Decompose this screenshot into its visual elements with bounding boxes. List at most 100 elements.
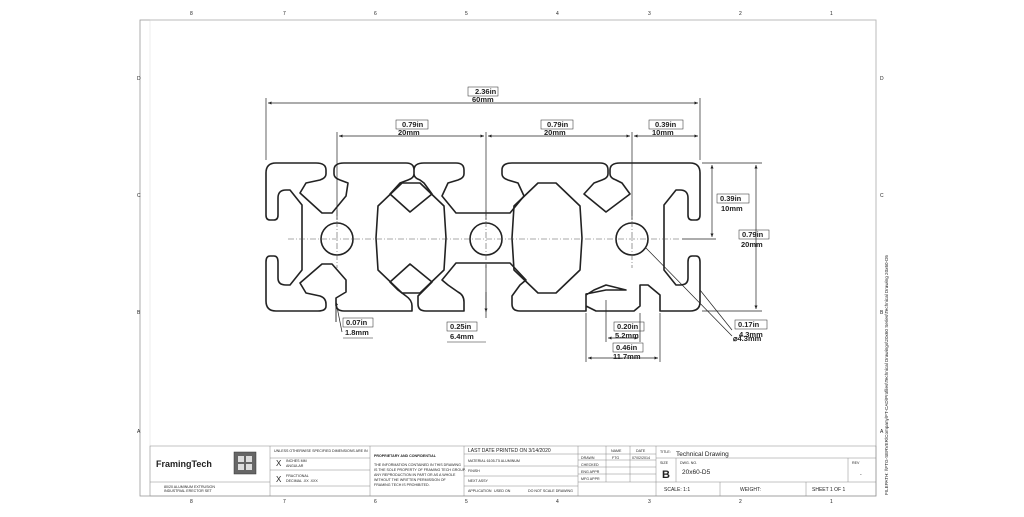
dim-wall-in: 0.07in xyxy=(346,318,368,327)
proprietary-text1: THE INFORMATION CONTAINED IN THIS DRAWIN… xyxy=(374,463,461,467)
dim-height-mm: 20mm xyxy=(741,240,763,249)
dim-edge-in: 0.39in xyxy=(655,120,677,129)
last-saved: LAST DATE PRINTED ON 3/14/2020 xyxy=(468,448,551,454)
col-date: DATE xyxy=(636,449,646,453)
application: APPLICATION xyxy=(468,489,492,493)
dimension-lines xyxy=(265,98,762,362)
zone-top-7: 7 xyxy=(283,11,286,17)
file-path-note: FILEPATH: \\FTG-SERVER\Company\FT-CAD\Pr… xyxy=(884,255,889,495)
cavity-left xyxy=(375,182,447,294)
dim-slot-opening-mm: 5.2mm xyxy=(615,331,639,340)
material: MATERIAL 6105-T5 ALUMINUM xyxy=(468,459,520,463)
dim-height-in: 0.79in xyxy=(742,230,764,239)
dim-bore: ⌀4.3mm xyxy=(733,334,762,343)
left-zone-labels: D C B A xyxy=(137,76,141,435)
company-line2: INDUSTRIAL ERECTOR SET xyxy=(164,489,213,493)
dim-pitch1-mm: 20mm xyxy=(398,128,420,137)
proprietary-title: PROPRIETARY AND CONFIDENTIAL xyxy=(374,454,437,458)
dwg-label: DWG. NO. xyxy=(680,461,697,465)
profile-outline xyxy=(265,162,701,312)
zone-top-8: 8 xyxy=(190,11,193,17)
dim-overall-mm: 60mm xyxy=(472,95,494,104)
zone-bottom-4: 4 xyxy=(556,499,559,505)
proprietary-text3: ANY REPRODUCTION IN PART OR AS A WHOLE xyxy=(374,473,456,477)
dimension-labels: 2.36in 60mm 0.79in 20mm 0.79in 20mm 0.39… xyxy=(342,86,770,361)
company-line1: 80/20 ALUMINUM EXTRUSION xyxy=(164,485,215,489)
zone-bottom-1: 1 xyxy=(830,499,833,505)
sheet-size: B xyxy=(662,469,670,481)
drawing-number: 20x60-D5 xyxy=(682,469,711,476)
zone-left-c: C xyxy=(137,193,141,199)
unit-row1: INCHES MM xyxy=(286,459,307,463)
dim-half-height-mm: 10mm xyxy=(721,204,743,213)
unit-row4: DECIMAL .XX .XXX xyxy=(286,479,318,483)
zone-top-5: 5 xyxy=(465,11,468,17)
x-mark-2: X xyxy=(276,475,282,484)
col-name: NAME xyxy=(611,449,622,453)
proprietary-text4: WITHOUT THE WRITTEN PERMISSION OF xyxy=(374,478,447,482)
unit-heading: UNLESS OTHERWISE SPECIFIED DIMENSIONS AR… xyxy=(274,449,368,453)
dim-lip-mm: 4.3mm xyxy=(739,330,763,339)
bottom-zone-labels: 8 7 6 5 4 3 2 1 xyxy=(190,499,833,505)
top-zone-labels: 8 7 6 5 4 3 2 1 xyxy=(190,11,833,17)
finish: FINISH xyxy=(468,469,480,473)
weight: WEIGHT: xyxy=(740,487,761,493)
zone-right-a: A xyxy=(880,429,884,435)
zone-top-1: 1 xyxy=(830,11,833,17)
dim-lip-in: 0.17in xyxy=(738,320,760,329)
proprietary-text5: FRAMING TECH IS PROHIBITED. xyxy=(374,483,430,487)
zone-bottom-2: 2 xyxy=(739,499,742,505)
drawn-name: FTG xyxy=(612,456,619,460)
scale: SCALE: 1:1 xyxy=(664,487,690,493)
dim-pitch2-in: 0.79in xyxy=(547,120,569,129)
outer-frame xyxy=(139,19,877,497)
zone-bottom-6: 6 xyxy=(374,499,377,505)
zone-left-a: A xyxy=(137,429,141,435)
dim-slot-width-mm: 11.7mm xyxy=(613,352,641,361)
zone-left-d: D xyxy=(137,76,141,82)
rev-label: REV xyxy=(852,461,860,465)
used-on: USED ON xyxy=(494,489,511,493)
proprietary-text2: IS THE SOLE PROPERTY OF FRAMING TECH GRO… xyxy=(374,468,466,472)
zone-right-d: D xyxy=(880,76,884,82)
zone-left-b: B xyxy=(137,310,141,316)
logo-cube-icon xyxy=(233,451,257,475)
zone-bottom-7: 7 xyxy=(283,499,286,505)
size-label: SIZE xyxy=(660,461,669,465)
dim-pitch2-mm: 20mm xyxy=(544,128,566,137)
sheet-number: SHEET 1 OF 1 xyxy=(812,487,845,493)
zone-top-3: 3 xyxy=(648,11,651,17)
dim-edge-mm: 10mm xyxy=(652,128,674,137)
dim-slot-depth-in: 0.25in xyxy=(450,322,472,331)
zone-bottom-3: 3 xyxy=(648,499,651,505)
drawing-title: Technical Drawing xyxy=(676,451,729,458)
mfg-appr-label: MFG APPR xyxy=(581,477,600,481)
zone-bottom-5: 5 xyxy=(465,499,468,505)
do-not-scale: DO NOT SCALE DRAWING xyxy=(528,489,573,493)
zone-right-b: B xyxy=(880,310,884,316)
drawn-date: 07/02/2014 xyxy=(632,456,650,460)
dim-slot-depth-mm: 6.4mm xyxy=(450,332,474,341)
zone-top-2: 2 xyxy=(739,11,742,17)
dim-wall-mm: 1.8mm xyxy=(345,328,369,337)
zone-right-c: C xyxy=(880,193,884,199)
dim-slot-width-in: 0.46in xyxy=(616,343,638,352)
zone-bottom-8: 8 xyxy=(190,499,193,505)
eng-appr-label: ENG APPR xyxy=(581,470,600,474)
dim-pitch1-in: 0.79in xyxy=(402,120,424,129)
title-block: FramingTech 80/20 ALUMINUM EXTRUSION IND… xyxy=(149,445,877,497)
drawn-label: DRAWN xyxy=(581,456,595,460)
x-mark-1: X xyxy=(276,459,282,468)
checked-label: CHECKED xyxy=(581,463,599,467)
right-zone-labels: D C B A xyxy=(880,76,884,435)
dim-half-height-in: 0.39in xyxy=(720,194,742,203)
unit-row2: ANGULAR xyxy=(286,464,304,468)
next-assy: NEXT ASSY xyxy=(468,479,489,483)
title-label: TITLE: xyxy=(660,450,671,454)
cavity-center xyxy=(511,182,583,294)
framingtech-logo: FramingTech xyxy=(156,459,212,469)
zone-top-4: 4 xyxy=(556,11,559,17)
unit-row3: FRACTIONAL xyxy=(286,474,309,478)
extrusion-profile xyxy=(265,162,701,312)
